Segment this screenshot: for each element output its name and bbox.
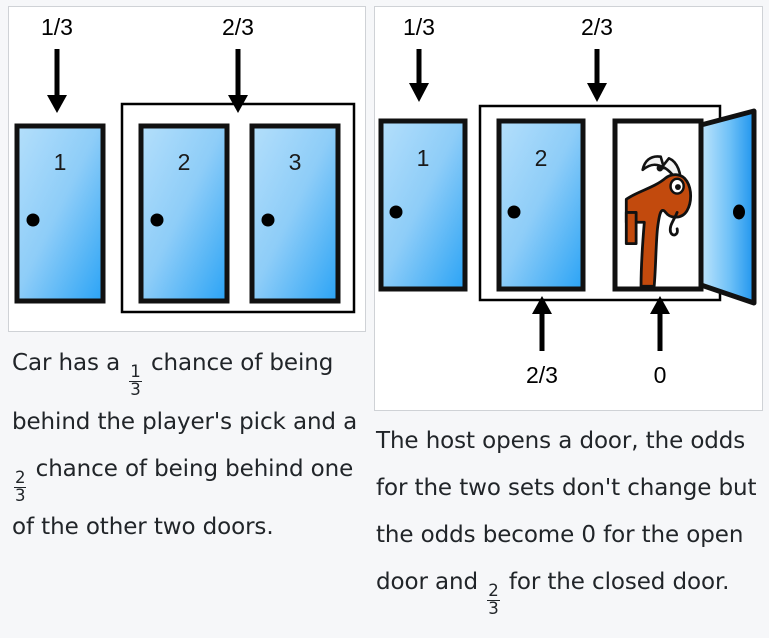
goat-illustration: [624, 155, 693, 288]
fraction-denominator: 3: [487, 598, 500, 618]
left-door-1-knob: [26, 213, 40, 227]
left-door-3-number: 3: [289, 149, 302, 175]
left-door-1-number: 1: [54, 149, 67, 175]
open-door-panel: [698, 108, 757, 306]
left-door-3-knob: [261, 213, 275, 227]
right-door-2-number: 2: [535, 145, 548, 171]
fraction-numerator: 1: [130, 361, 141, 381]
right-arrow-down-door1: [409, 49, 429, 102]
left-figure-panel: 1/3 2/3 1 2: [8, 6, 366, 332]
right-door-3-open[interactable]: [612, 108, 757, 306]
left-door-2-number: 2: [178, 149, 191, 175]
fraction-numerator: 2: [15, 467, 26, 487]
left-doors-diagram: 1/3 2/3 1 2: [14, 14, 356, 314]
right-arrow-up-door3: [650, 296, 670, 351]
right-caption-part1: The host opens a door, the odds for the …: [376, 428, 757, 595]
right-figure-panel: 1/3 2/3 1 2: [374, 6, 763, 411]
right-door-1-knob: [389, 205, 403, 219]
fraction-denominator: 3: [129, 379, 142, 399]
right-door-1-number: 1: [417, 145, 430, 171]
left-caption-part2: chance of being behind the player's pick…: [12, 350, 358, 435]
fraction-numerator: 2: [488, 580, 499, 600]
left-door-2-knob: [150, 213, 164, 227]
left-door-group-box: [120, 102, 356, 314]
right-door-1[interactable]: 1: [378, 118, 468, 292]
right-caption-part2: for the closed door.: [501, 569, 730, 595]
left-door-1[interactable]: 1: [14, 123, 106, 304]
left-label-door1-odds: 1/3: [41, 14, 73, 40]
right-label-group-odds: 2/3: [581, 14, 613, 40]
right-arrow-up-door2: [532, 296, 552, 351]
right-arrow-down-group: [587, 49, 607, 102]
left-caption-part1: Car has a: [12, 350, 128, 376]
right-label-door3-odds: 0: [654, 362, 667, 388]
right-label-door2-odds: 2/3: [526, 362, 558, 388]
right-caption: The host opens a door, the odds for the …: [376, 418, 764, 618]
right-label-door1-odds: 1/3: [403, 14, 435, 40]
left-caption-part3: chance of being behind one of the other …: [12, 455, 354, 541]
left-door-3[interactable]: 3: [249, 123, 341, 304]
right-doors-diagram: 1/3 2/3 1 2: [378, 14, 757, 388]
right-door-2-knob: [507, 205, 521, 219]
left-door-2[interactable]: 2: [138, 123, 230, 304]
fraction-denominator: 3: [14, 485, 27, 505]
open-door-knob: [733, 204, 745, 220]
left-label-group-odds: 2/3: [222, 14, 254, 40]
right-door-2[interactable]: 2: [496, 118, 586, 292]
left-arrow-down-door1: [47, 49, 67, 113]
